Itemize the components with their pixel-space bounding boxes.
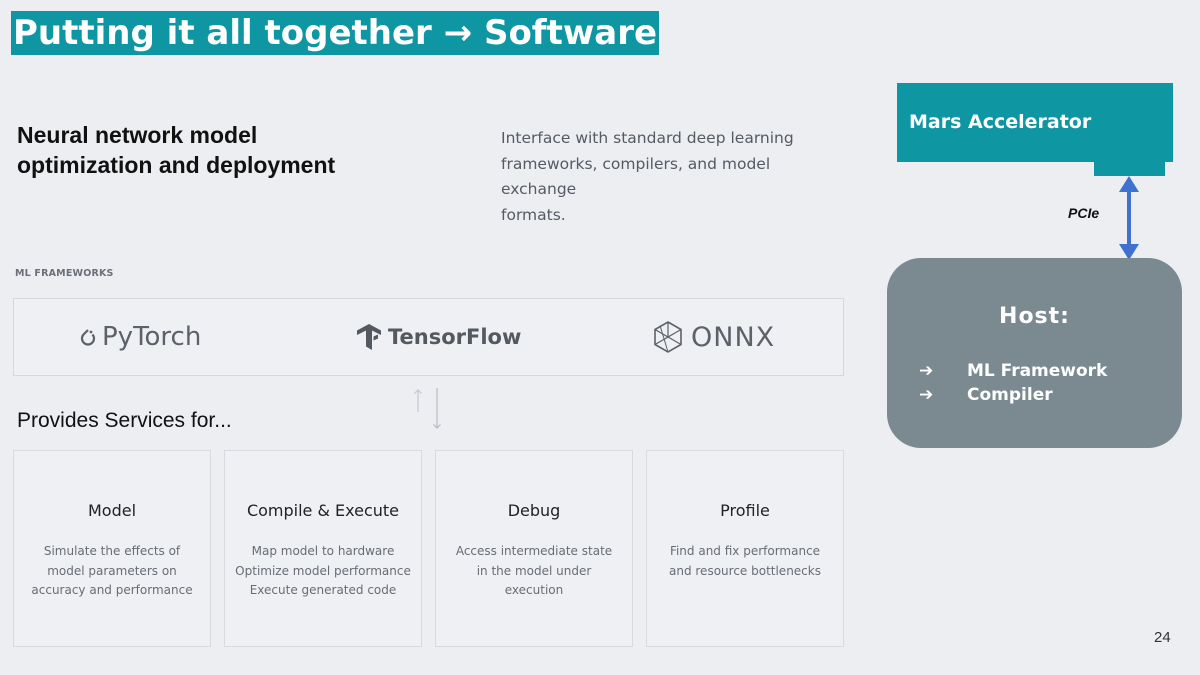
- host-item-label: ML Framework: [967, 361, 1108, 381]
- frameworks-panel: PyTorch TensorFlow ONNX: [13, 298, 844, 376]
- interface-line: Interface with standard deep learning: [501, 129, 794, 147]
- card-line: accuracy and performance: [31, 583, 193, 597]
- host-box: Host: ➔ ML Framework ➔ Compiler: [887, 258, 1182, 448]
- host-item-label: Compiler: [967, 385, 1053, 405]
- heading-line: optimization and deployment: [17, 152, 336, 178]
- service-card-profile: Profile Find and fix performance and res…: [646, 450, 844, 647]
- pytorch-logo-icon: [80, 329, 96, 346]
- heading-line: Neural network model: [17, 122, 258, 148]
- card-line: in the model under: [476, 563, 592, 578]
- card-line: Find and fix performance: [669, 544, 821, 558]
- framework-label: TensorFlow: [388, 325, 522, 349]
- card-line: Access intermediate state: [455, 544, 613, 558]
- arrow-right-icon: ➔: [919, 361, 934, 381]
- card-title: Compile & Execute: [246, 501, 400, 520]
- host-item: ➔ ML Framework: [919, 361, 1107, 381]
- up-down-arrows-icon: [414, 388, 441, 429]
- mars-accelerator-box: Mars Accelerator: [897, 83, 1173, 162]
- onnx-logo-icon: [654, 321, 682, 353]
- tensorflow-logo-icon: [357, 324, 381, 350]
- card-title: Debug: [507, 501, 561, 520]
- framework-tensorflow: TensorFlow: [356, 299, 521, 375]
- card-description: Access intermediate state in the model u…: [444, 542, 624, 601]
- card-line: Simulate the effects of: [43, 544, 181, 558]
- card-description: Simulate the effects of model parameters…: [22, 542, 202, 601]
- card-line: execution: [504, 583, 564, 597]
- card-line: Map model to hardware: [251, 544, 395, 558]
- accelerator-label: Mars Accelerator: [909, 111, 1092, 133]
- card-title: Model: [87, 501, 137, 520]
- framework-onnx: ONNX: [651, 299, 775, 375]
- framework-label: ONNX: [691, 321, 776, 353]
- card-line: model parameters on: [47, 563, 177, 578]
- service-card-debug: Debug Access intermediate state in the m…: [435, 450, 633, 647]
- card-line: and resource bottlenecks: [669, 563, 821, 578]
- interface-line: frameworks, compilers, and model exchang…: [501, 154, 771, 199]
- arrow-right-icon: ➔: [919, 385, 934, 405]
- framework-pytorch: PyTorch: [80, 299, 201, 375]
- services-label: Provides Services for...: [17, 409, 232, 432]
- slide-title: Putting it all together → Software: [11, 11, 660, 55]
- service-card-compile: Compile & Execute Map model to hardware …: [224, 450, 422, 647]
- card-line: Execute generated code: [249, 583, 397, 597]
- ml-frameworks-label: ML FRAMEWORKS: [15, 268, 114, 279]
- interface-description: Interface with standard deep learning fr…: [501, 126, 841, 228]
- card-title: Profile: [720, 501, 770, 520]
- card-description: Map model to hardware Optimize model per…: [233, 542, 413, 601]
- host-item: ➔ Compiler: [919, 385, 1053, 405]
- page-number: 24: [1154, 629, 1171, 646]
- card-description: Find and fix performance and resource bo…: [655, 542, 835, 581]
- host-title: Host:: [999, 304, 1070, 329]
- interface-line: formats.: [501, 205, 566, 224]
- pcie-label: PCIe: [1068, 205, 1100, 221]
- section-heading: Neural network model optimization and de…: [17, 120, 417, 180]
- card-line: Optimize model performance: [235, 563, 411, 578]
- accelerator-connector: [1094, 160, 1165, 176]
- double-arrow-icon: [1119, 176, 1139, 260]
- framework-label: PyTorch: [102, 322, 202, 352]
- service-card-model: Model Simulate the effects of model para…: [13, 450, 211, 647]
